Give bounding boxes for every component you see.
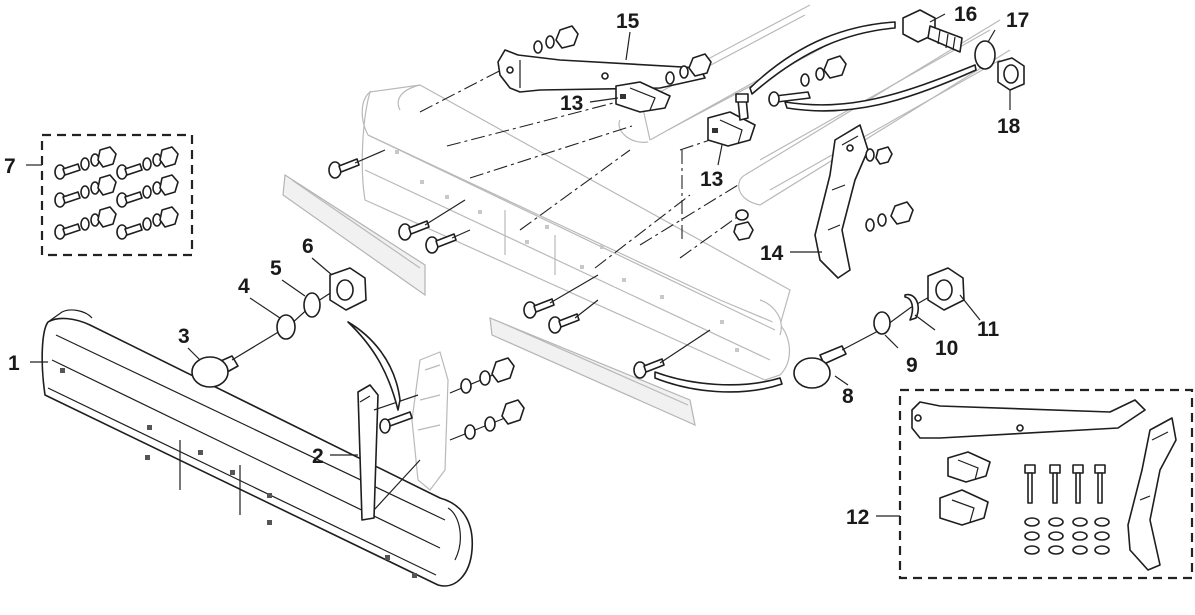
clip-13-lower bbox=[707, 111, 756, 147]
callout-5: 5 bbox=[270, 257, 282, 280]
assembly-axis-front bbox=[231, 289, 336, 361]
hex-nut-6 bbox=[329, 267, 367, 311]
callout-leaders bbox=[26, 13, 1011, 517]
callout-2: 2 bbox=[312, 445, 324, 468]
callout-10: 10 bbox=[935, 337, 958, 360]
rear-carriage-bolts bbox=[328, 158, 665, 379]
front-bumper-bracket bbox=[411, 351, 449, 491]
assembly-axis-rear bbox=[841, 291, 939, 351]
kit-12-clips bbox=[939, 451, 991, 526]
kit-12-bolts bbox=[1024, 464, 1106, 504]
carriage-bolt-8 bbox=[793, 345, 847, 389]
callout-18: 18 bbox=[997, 115, 1021, 138]
carriage-bolt-3 bbox=[191, 355, 239, 388]
callout-9: 9 bbox=[906, 354, 918, 377]
brace-15-hardware bbox=[533, 25, 712, 85]
flat-washer-9 bbox=[873, 311, 891, 335]
clip-13-lower-bolt bbox=[735, 93, 749, 121]
frame-rails-ghost bbox=[618, 4, 1011, 206]
rubber-strip-left-ghost bbox=[282, 173, 426, 297]
kit-12-washers bbox=[1024, 517, 1110, 555]
callout-7: 7 bbox=[4, 155, 16, 178]
callout-labels: 1 2 3 4 5 6 7 8 9 10 11 12 13 13 14 15 1… bbox=[4, 3, 1029, 529]
front-bracket-hardware bbox=[379, 357, 525, 441]
rear-bumper-ghost bbox=[361, 84, 791, 381]
callout-16: 16 bbox=[954, 3, 977, 26]
arrow-frame-upper bbox=[749, 21, 896, 95]
callout-17: 17 bbox=[1006, 9, 1029, 32]
callout-13-upper: 13 bbox=[560, 92, 583, 115]
bracket-14-hardware bbox=[733, 146, 914, 241]
callout-8: 8 bbox=[842, 385, 854, 408]
callout-14: 14 bbox=[760, 242, 784, 265]
brace-15 bbox=[497, 49, 706, 93]
flat-washer-4 bbox=[276, 314, 296, 340]
arrow-frame-lower bbox=[784, 64, 977, 112]
callout-15: 15 bbox=[616, 10, 640, 33]
nut-18 bbox=[997, 57, 1025, 91]
arrow-front-swoop bbox=[347, 321, 401, 411]
rear-bolt-leaders bbox=[354, 149, 711, 364]
front-bumper bbox=[41, 309, 474, 587]
callout-12: 12 bbox=[846, 506, 869, 529]
hex-bolt-16 bbox=[902, 9, 963, 53]
rubber-strip-right-ghost bbox=[489, 317, 696, 427]
lock-washer-10 bbox=[904, 293, 920, 321]
frame-bolt-hardware bbox=[768, 55, 847, 107]
callout-4: 4 bbox=[238, 275, 250, 298]
clip-13-upper bbox=[615, 81, 671, 113]
washer-17 bbox=[974, 40, 996, 70]
kit-7-bolts bbox=[54, 146, 179, 240]
arrow-rear-swoop bbox=[654, 371, 783, 393]
bumper-filler-2 bbox=[357, 384, 379, 521]
alignment-lines bbox=[419, 67, 741, 269]
lock-washer-5 bbox=[303, 292, 321, 318]
bracket-14 bbox=[814, 124, 869, 279]
callout-1: 1 bbox=[8, 352, 20, 375]
callout-6: 6 bbox=[302, 235, 314, 258]
hardware-kit-box-12 bbox=[898, 388, 1194, 580]
callout-13-lower: 13 bbox=[700, 168, 723, 191]
callout-11: 11 bbox=[977, 318, 1000, 341]
callout-3: 3 bbox=[178, 325, 190, 348]
hex-nut-11 bbox=[927, 267, 965, 311]
hardware-kit-box-7 bbox=[40, 133, 194, 257]
